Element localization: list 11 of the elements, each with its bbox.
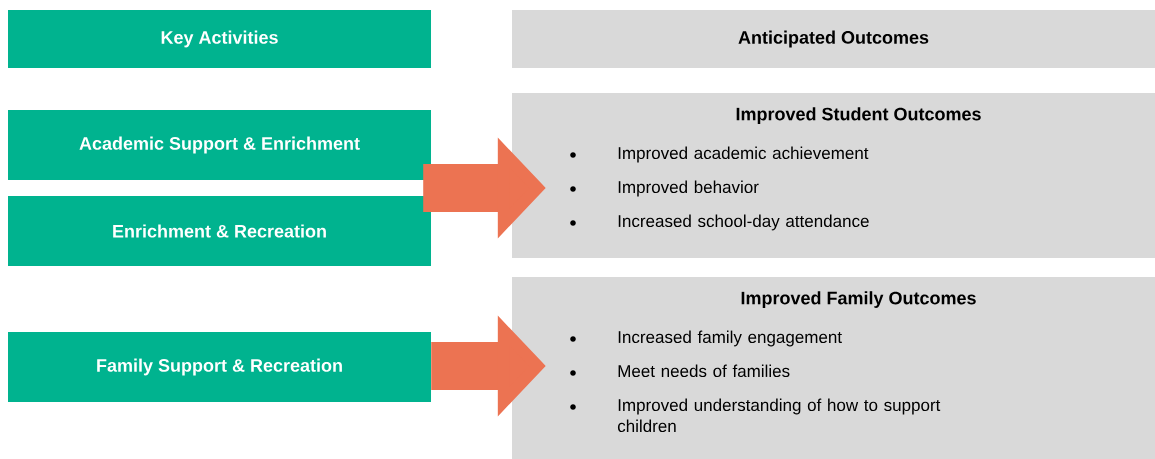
bullet-item: Increased school-day attendance [570, 214, 869, 231]
bullet-item: Improved behavior [570, 180, 759, 197]
activity-box: Key Activities [8, 10, 431, 68]
outcome-box: Anticipated Outcomes [512, 10, 1155, 68]
bullet-item: Increased family engagement [570, 330, 842, 347]
activity-box: Enrichment & Recreation [8, 196, 431, 266]
activity-box: Family Support & Recreation [8, 332, 431, 402]
bullet-item: Improved academic achievement [570, 146, 869, 163]
bullet-item: Improved understanding of how to support children [570, 398, 941, 433]
bullet-item: Meet needs of families [570, 364, 790, 378]
activity-box: Academic Support & Enrichment [8, 110, 431, 180]
